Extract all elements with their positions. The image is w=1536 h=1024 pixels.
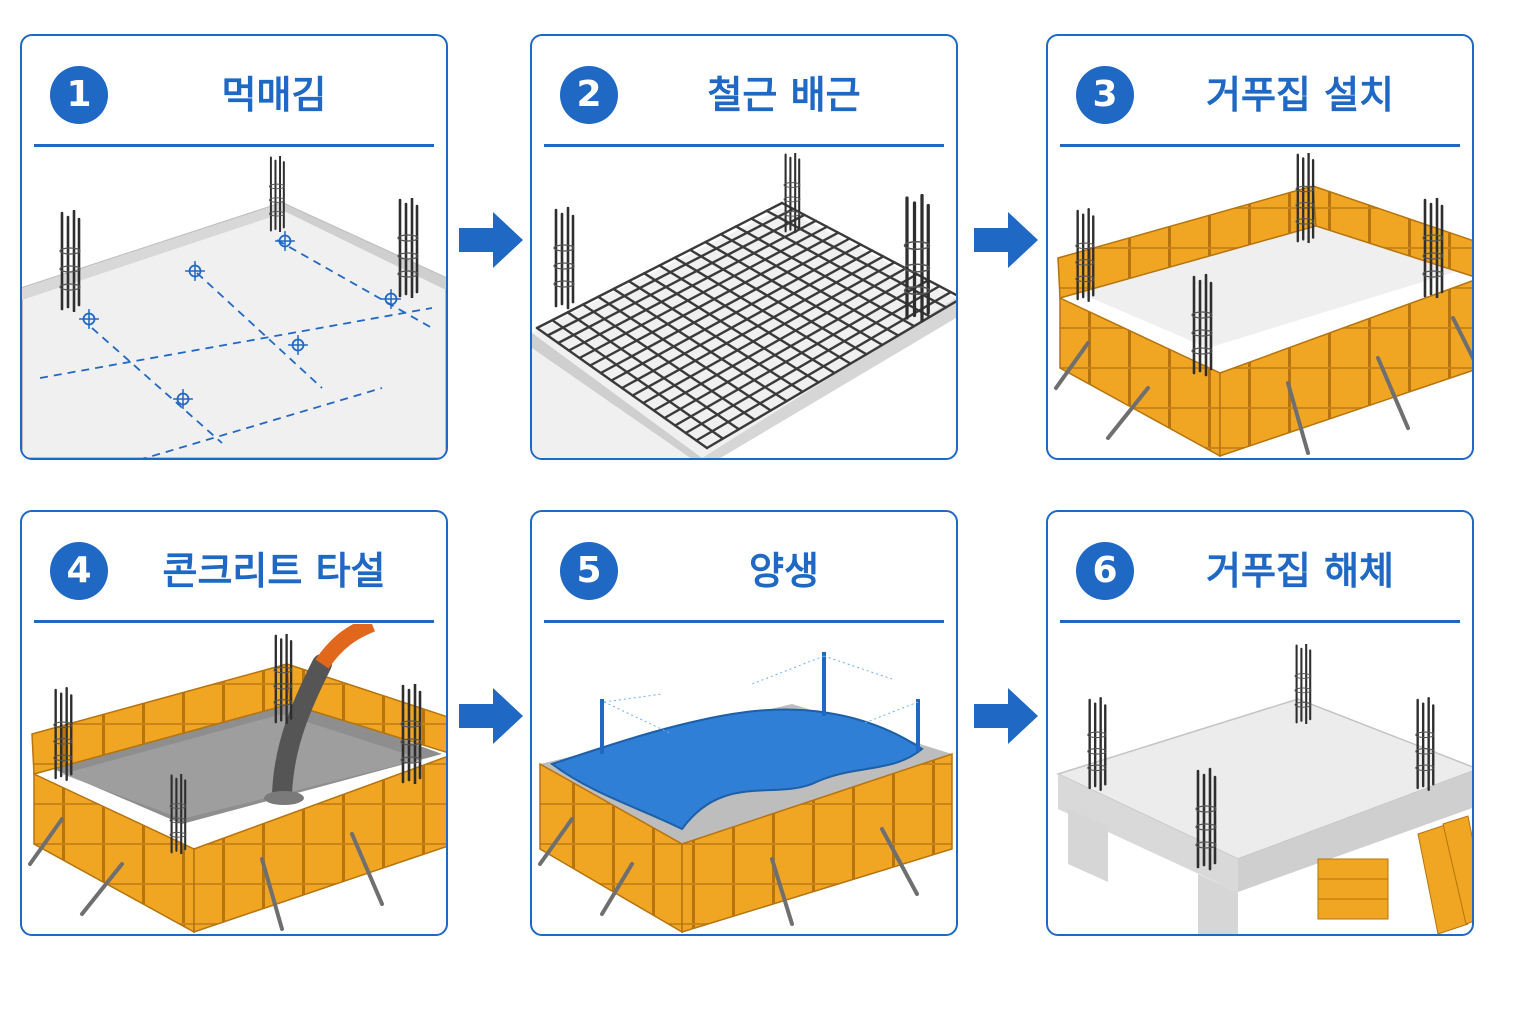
arrow-right-icon (459, 212, 523, 268)
step-card-4: 4 콘크리트 타설 (20, 510, 448, 936)
step-header: 6 거푸집 해체 (1048, 512, 1472, 622)
step-title: 양생 (749, 549, 819, 593)
header-divider (34, 144, 434, 147)
step-card-5: 5 양생 (530, 510, 958, 936)
concrete-pouring-illustration (28, 624, 446, 934)
step-header: 4 콘크리트 타설 (22, 512, 446, 622)
step-number-badge: 5 (560, 542, 618, 600)
formwork-removal-illustration (1055, 644, 1472, 934)
rebar-placement-illustration (532, 153, 956, 458)
step-title: 거푸집 해체 (1205, 549, 1395, 593)
step-header: 3 거푸집 설치 (1048, 36, 1472, 146)
header-divider (544, 620, 944, 623)
step-title: 거푸집 설치 (1205, 73, 1395, 117)
step-number-badge: 6 (1076, 542, 1134, 600)
arrow-right-icon (459, 688, 523, 744)
step-number-badge: 2 (560, 66, 618, 124)
header-divider (1060, 620, 1460, 623)
arrow-right-icon (974, 212, 1038, 268)
formwork-installation-illustration (1054, 153, 1472, 458)
header-divider (34, 620, 434, 623)
layout-marking-illustration (22, 156, 446, 458)
step-card-2: 2 철근 배근 (530, 34, 958, 460)
step-title: 철근 배근 (707, 73, 861, 117)
stacked-panels (1317, 815, 1472, 934)
step-title: 콘크리트 타설 (162, 549, 386, 593)
step-card-3: 3 거푸집 설치 (1046, 34, 1474, 460)
curing-illustration (538, 652, 953, 934)
step-title: 먹매김 (221, 73, 327, 117)
step-number-badge: 3 (1076, 66, 1134, 124)
header-divider (1060, 144, 1460, 147)
step-number-badge: 1 (50, 66, 108, 124)
step-header: 5 양생 (532, 512, 956, 622)
step-card-6: 6 거푸집 해체 (1046, 510, 1474, 936)
step-header: 2 철근 배근 (532, 36, 956, 146)
header-divider (544, 144, 944, 147)
step-header: 1 먹매김 (22, 36, 446, 146)
arrow-right-icon (974, 688, 1038, 744)
step-card-1: 1 먹매김 (20, 34, 448, 460)
step-number-badge: 4 (50, 542, 108, 600)
